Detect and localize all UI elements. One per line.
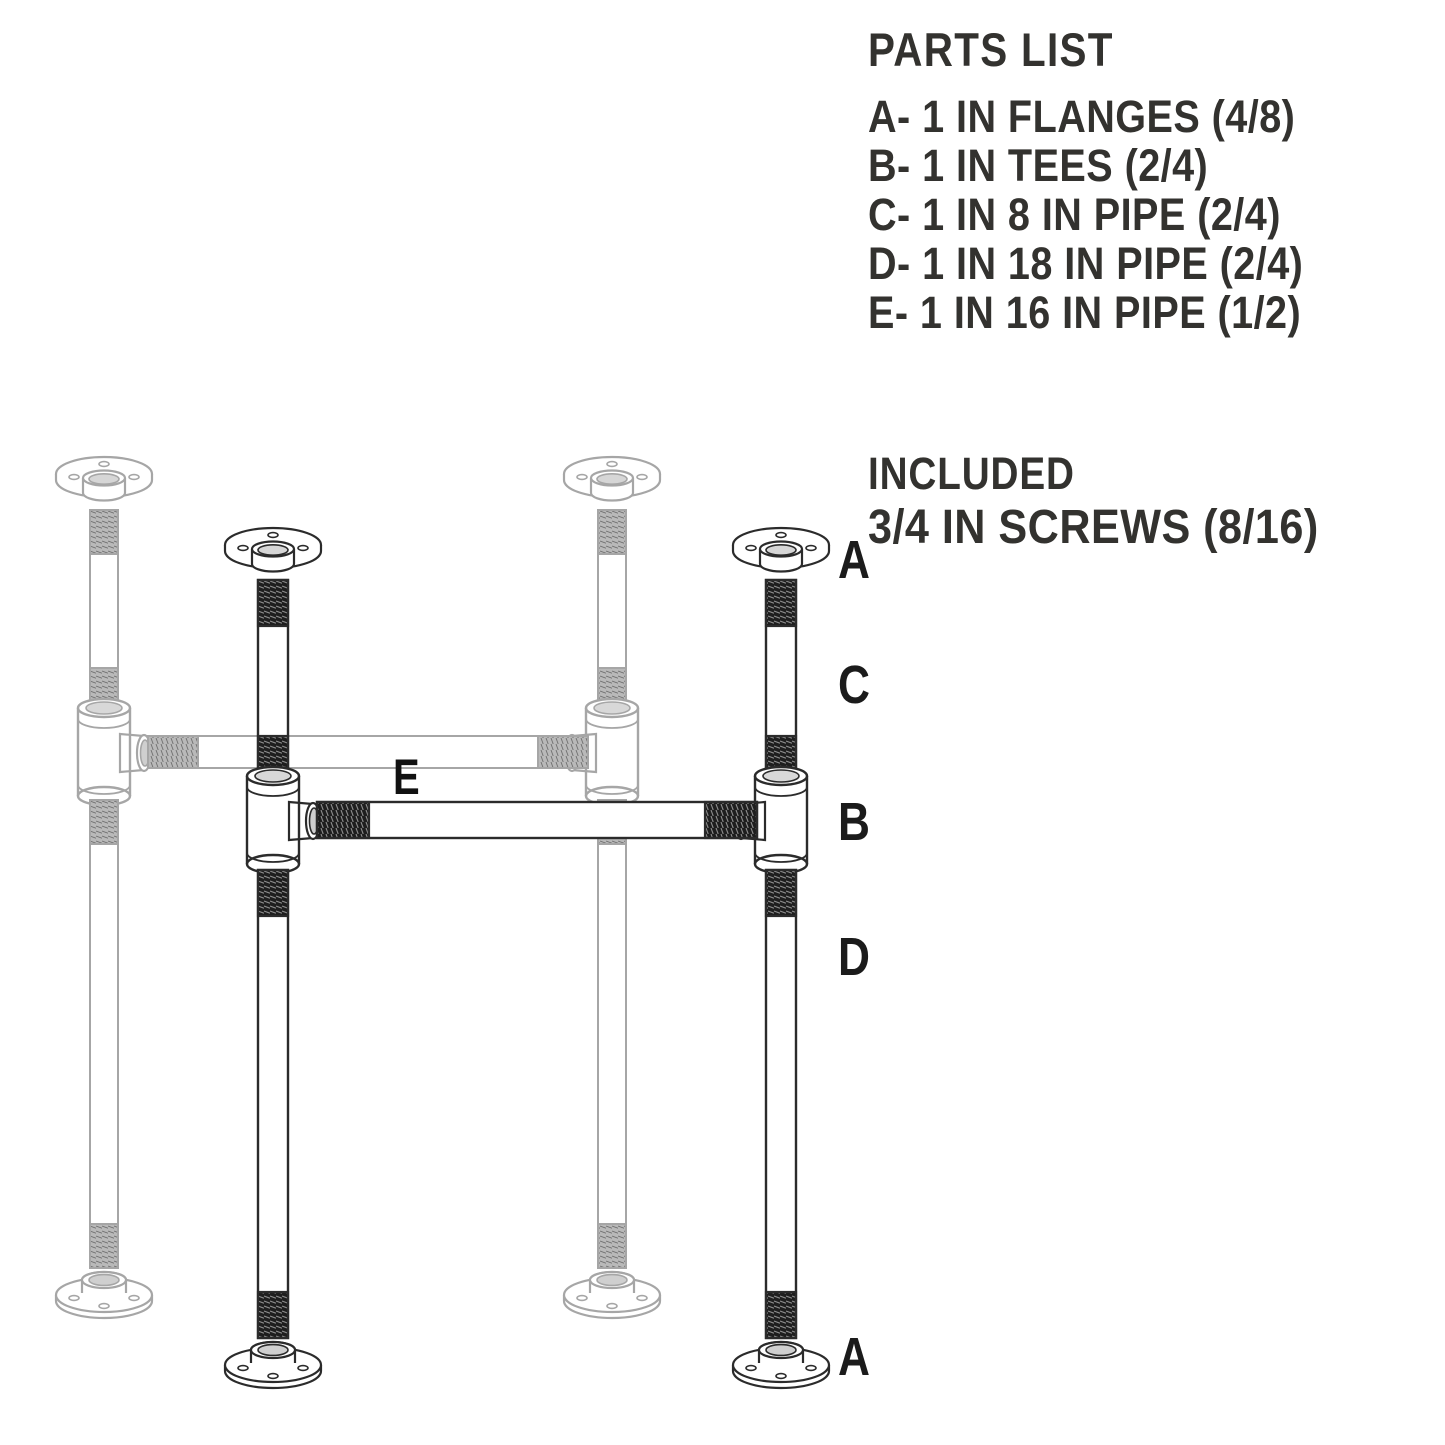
flange-icon bbox=[223, 1340, 323, 1390]
flange-icon bbox=[731, 1340, 831, 1390]
included-screws-line: 3/4 IN SCREWS (8/16) bbox=[868, 501, 1319, 554]
parts-list-item-a: A- 1 IN FLANGES (4/8) bbox=[868, 91, 1296, 142]
horizontal-pipe-16in-front bbox=[315, 800, 759, 840]
pipe-18in-lower bbox=[89, 799, 119, 1269]
pipe-8in-upper bbox=[764, 578, 798, 784]
pipe-8in-upper bbox=[597, 509, 627, 713]
parts-list-item-e: E- 1 IN 16 IN PIPE (1/2) bbox=[868, 287, 1302, 338]
flange-icon bbox=[54, 455, 154, 502]
pipe-8in-upper bbox=[256, 578, 290, 784]
pipe-18in-lower bbox=[764, 868, 798, 1340]
parts-list-item-b: B- 1 IN TEES (2/4) bbox=[868, 140, 1209, 191]
pipe-18in-lower bbox=[597, 799, 627, 1269]
flange-icon bbox=[54, 1270, 154, 1320]
pipe-8in-upper bbox=[89, 509, 119, 713]
callout-b: B bbox=[838, 792, 870, 852]
callout-d: D bbox=[838, 927, 870, 987]
parts-list-panel: PARTS LIST A- 1 IN FLANGES (4/8) B- 1 IN… bbox=[868, 23, 1428, 338]
column-front-left bbox=[223, 526, 323, 1390]
column-back-left bbox=[54, 455, 154, 1320]
column-front-right bbox=[731, 526, 831, 1390]
flange-icon bbox=[562, 455, 662, 502]
parts-list-items: A- 1 IN FLANGES (4/8) B- 1 IN TEES (2/4)… bbox=[868, 92, 1428, 337]
parts-list-title: PARTS LIST bbox=[868, 23, 1114, 76]
pipe-18in-lower bbox=[256, 868, 290, 1340]
parts-list-item-d: D- 1 IN 18 IN PIPE (2/4) bbox=[868, 238, 1304, 289]
callout-a-top: A bbox=[838, 530, 870, 590]
callout-e: E bbox=[393, 749, 420, 805]
column-back-right bbox=[562, 455, 662, 1320]
callout-c: C bbox=[838, 655, 870, 715]
flange-icon bbox=[562, 1270, 662, 1320]
included-panel: INCLUDED 3/4 IN SCREWS (8/16) bbox=[868, 450, 1369, 554]
tee-fitting bbox=[76, 697, 153, 807]
horizontal-pipe-16in-back bbox=[147, 735, 589, 769]
included-title: INCLUDED bbox=[868, 448, 1075, 499]
parts-list-item-c: C- 1 IN 8 IN PIPE (2/4) bbox=[868, 189, 1281, 240]
tee-fitting bbox=[245, 765, 322, 875]
flange-icon bbox=[223, 526, 323, 573]
flange-icon bbox=[731, 526, 831, 573]
callout-a-bottom: A bbox=[838, 1327, 870, 1387]
